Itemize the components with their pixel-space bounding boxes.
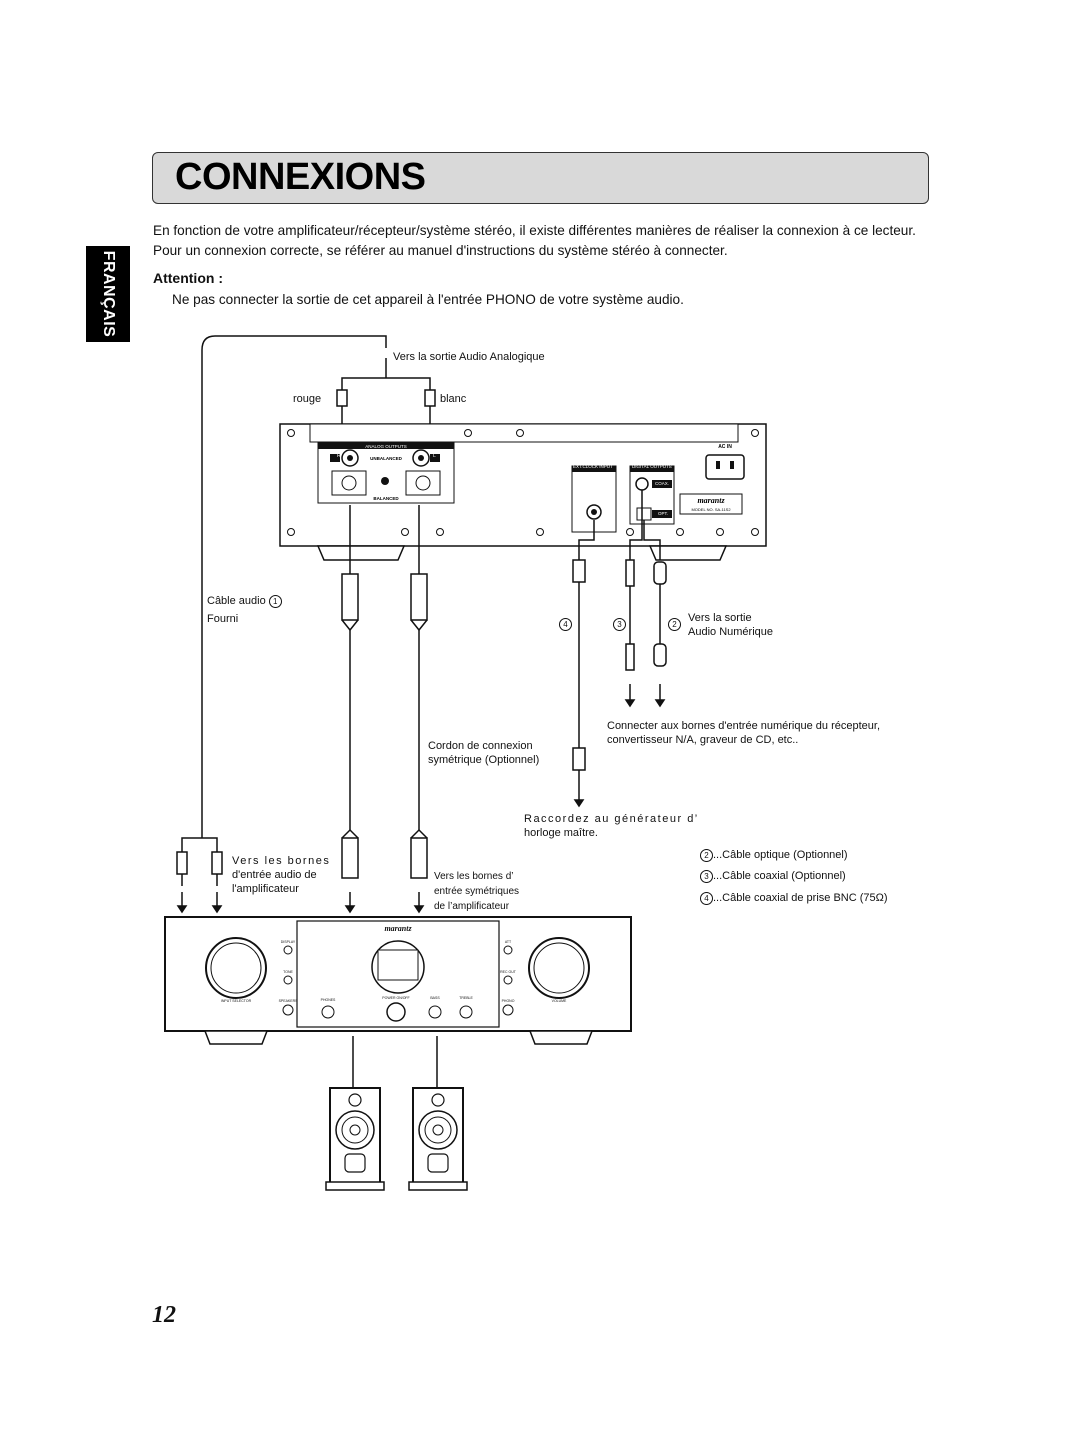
intro-paragraph: En fonction de votre amplificateur/récep… <box>153 221 933 261</box>
legend-number: 4 <box>700 891 713 905</box>
cable-audio-label: Câble audio 1 <box>207 594 282 608</box>
rouge-label: rouge <box>293 393 322 405</box>
legend-text: ...Câble optique (Optionnel) <box>713 849 848 861</box>
blanc-label: blanc <box>440 393 467 405</box>
language-tab <box>86 246 130 342</box>
amp-label-tone: TONE <box>283 970 293 974</box>
amp-label-input-selector: INPUT SELECTOR <box>221 999 252 1003</box>
cable-number-3: 3 <box>613 617 626 631</box>
intro-line-1: En fonction de votre amplificateur/récep… <box>153 223 916 238</box>
connect-line-2: convertisseur N/A, graveur de CD, etc.. <box>607 734 799 746</box>
legend-text: ...Câble coaxial (Optionnel) <box>713 870 846 882</box>
legend-item: 2...Câble optique (Optionnel) <box>700 848 848 862</box>
amp-label-treble: TREBLE <box>459 996 473 1000</box>
vers-bornes-line-2: d'entrée audio de <box>232 869 317 881</box>
fourni-label: Fourni <box>207 613 239 625</box>
l-label: L <box>433 453 436 459</box>
analog-out-label: Vers la sortie Audio Analogique <box>393 351 545 363</box>
amp-label-display: DISPLAY <box>281 940 296 944</box>
speaker-left <box>325 1087 385 1191</box>
unbalanced-cable-run <box>181 335 387 852</box>
vers-bornes-line-1: Vers les bornes <box>232 855 331 867</box>
attention-heading: Attention : <box>153 270 223 286</box>
player-brand: marantz <box>697 496 725 505</box>
cordon-line-2: symétrique (Optionnel) <box>428 754 540 766</box>
legend-number: 2 <box>700 848 713 862</box>
vers-bornes-line-3: l'amplificateur <box>232 883 299 895</box>
legend-item: 3...Câble coaxial (Optionnel) <box>700 869 846 883</box>
page-number: 12 <box>152 1302 176 1328</box>
vers-sym-line-3: de l’amplificateur <box>434 901 510 912</box>
balanced-label: BALANCED <box>373 496 399 501</box>
analog-outputs-label: ANALOG OUTPUTS <box>365 444 407 449</box>
amp-label-volume: VOLUME <box>552 999 567 1003</box>
rca-plug-red <box>336 389 348 407</box>
cd-player-rear-panel: ANALOG OUTPUTS UNBALANCED BALANCED AC IN… <box>279 423 767 561</box>
legend-item: 4...Câble coaxial de prise BNC (75Ω) <box>700 891 888 905</box>
vers-sym-line-2: entrée symétriques <box>434 886 520 897</box>
ext-clock-label: EXT.CLOCK INPUT <box>573 464 613 469</box>
audio-numerique-label: Audio Numérique <box>688 626 773 638</box>
attention-text: Ne pas connecter la sortie de cet appare… <box>172 292 684 307</box>
legend-text: ...Câble coaxial de prise BNC (75Ω) <box>713 892 888 904</box>
cable-audio-number: 1 <box>268 594 282 608</box>
connect-line-1: Connecter aux bornes d'entrée numérique … <box>607 720 880 732</box>
vers-sortie-label: Vers la sortie <box>688 612 752 624</box>
amp-brand: marantz <box>384 924 412 933</box>
raccordez-line-1: Raccordez au générateur d’ <box>524 813 699 825</box>
amp-label-att: ATT <box>505 940 512 944</box>
cordon-line-1: Cordon de connexion <box>428 740 533 752</box>
speaker-right <box>408 1087 468 1191</box>
rca-plug-white <box>424 389 436 407</box>
title-banner: CONNEXIONS <box>152 152 929 204</box>
coax-label: COAX. <box>655 481 670 486</box>
ac-in-label: AC IN <box>718 444 732 450</box>
digital-outputs-label: DIGITAL OUTPUTS <box>632 464 672 469</box>
page-title: CONNEXIONS <box>175 156 426 198</box>
vers-sym-line-1: Vers les bornes d’ <box>434 871 514 882</box>
raccordez-line-2: horloge maître. <box>524 827 598 839</box>
legend-number: 3 <box>700 869 713 883</box>
amp-label-rec-out: REC OUT <box>500 970 517 974</box>
cable-audio-text: Câble audio <box>207 595 266 607</box>
amp-label-phones: PHONES <box>321 998 336 1002</box>
player-model: MODEL NO. SA-11S2 <box>691 507 731 512</box>
cable-number-2: 2 <box>668 617 681 631</box>
amp-label-phono: PHONO <box>502 999 515 1003</box>
amplifier-front: marantz INPUT SELECTOR VOLUME DISPLAY TO… <box>164 916 632 1045</box>
r-label: R <box>337 453 341 459</box>
amp-label-bass: BASS <box>430 996 440 1000</box>
intro-line-2: Pour un connexion correcte, se référer a… <box>153 243 728 258</box>
cable-number-4: 4 <box>559 617 572 631</box>
analog-split-cable <box>341 358 431 390</box>
amp-label-power: POWER ON/OFF <box>382 996 409 1000</box>
unbalanced-label: UNBALANCED <box>370 456 402 461</box>
amp-label-speakers: SPEAKERS <box>279 999 299 1003</box>
opt-label: OPT. <box>658 511 669 516</box>
